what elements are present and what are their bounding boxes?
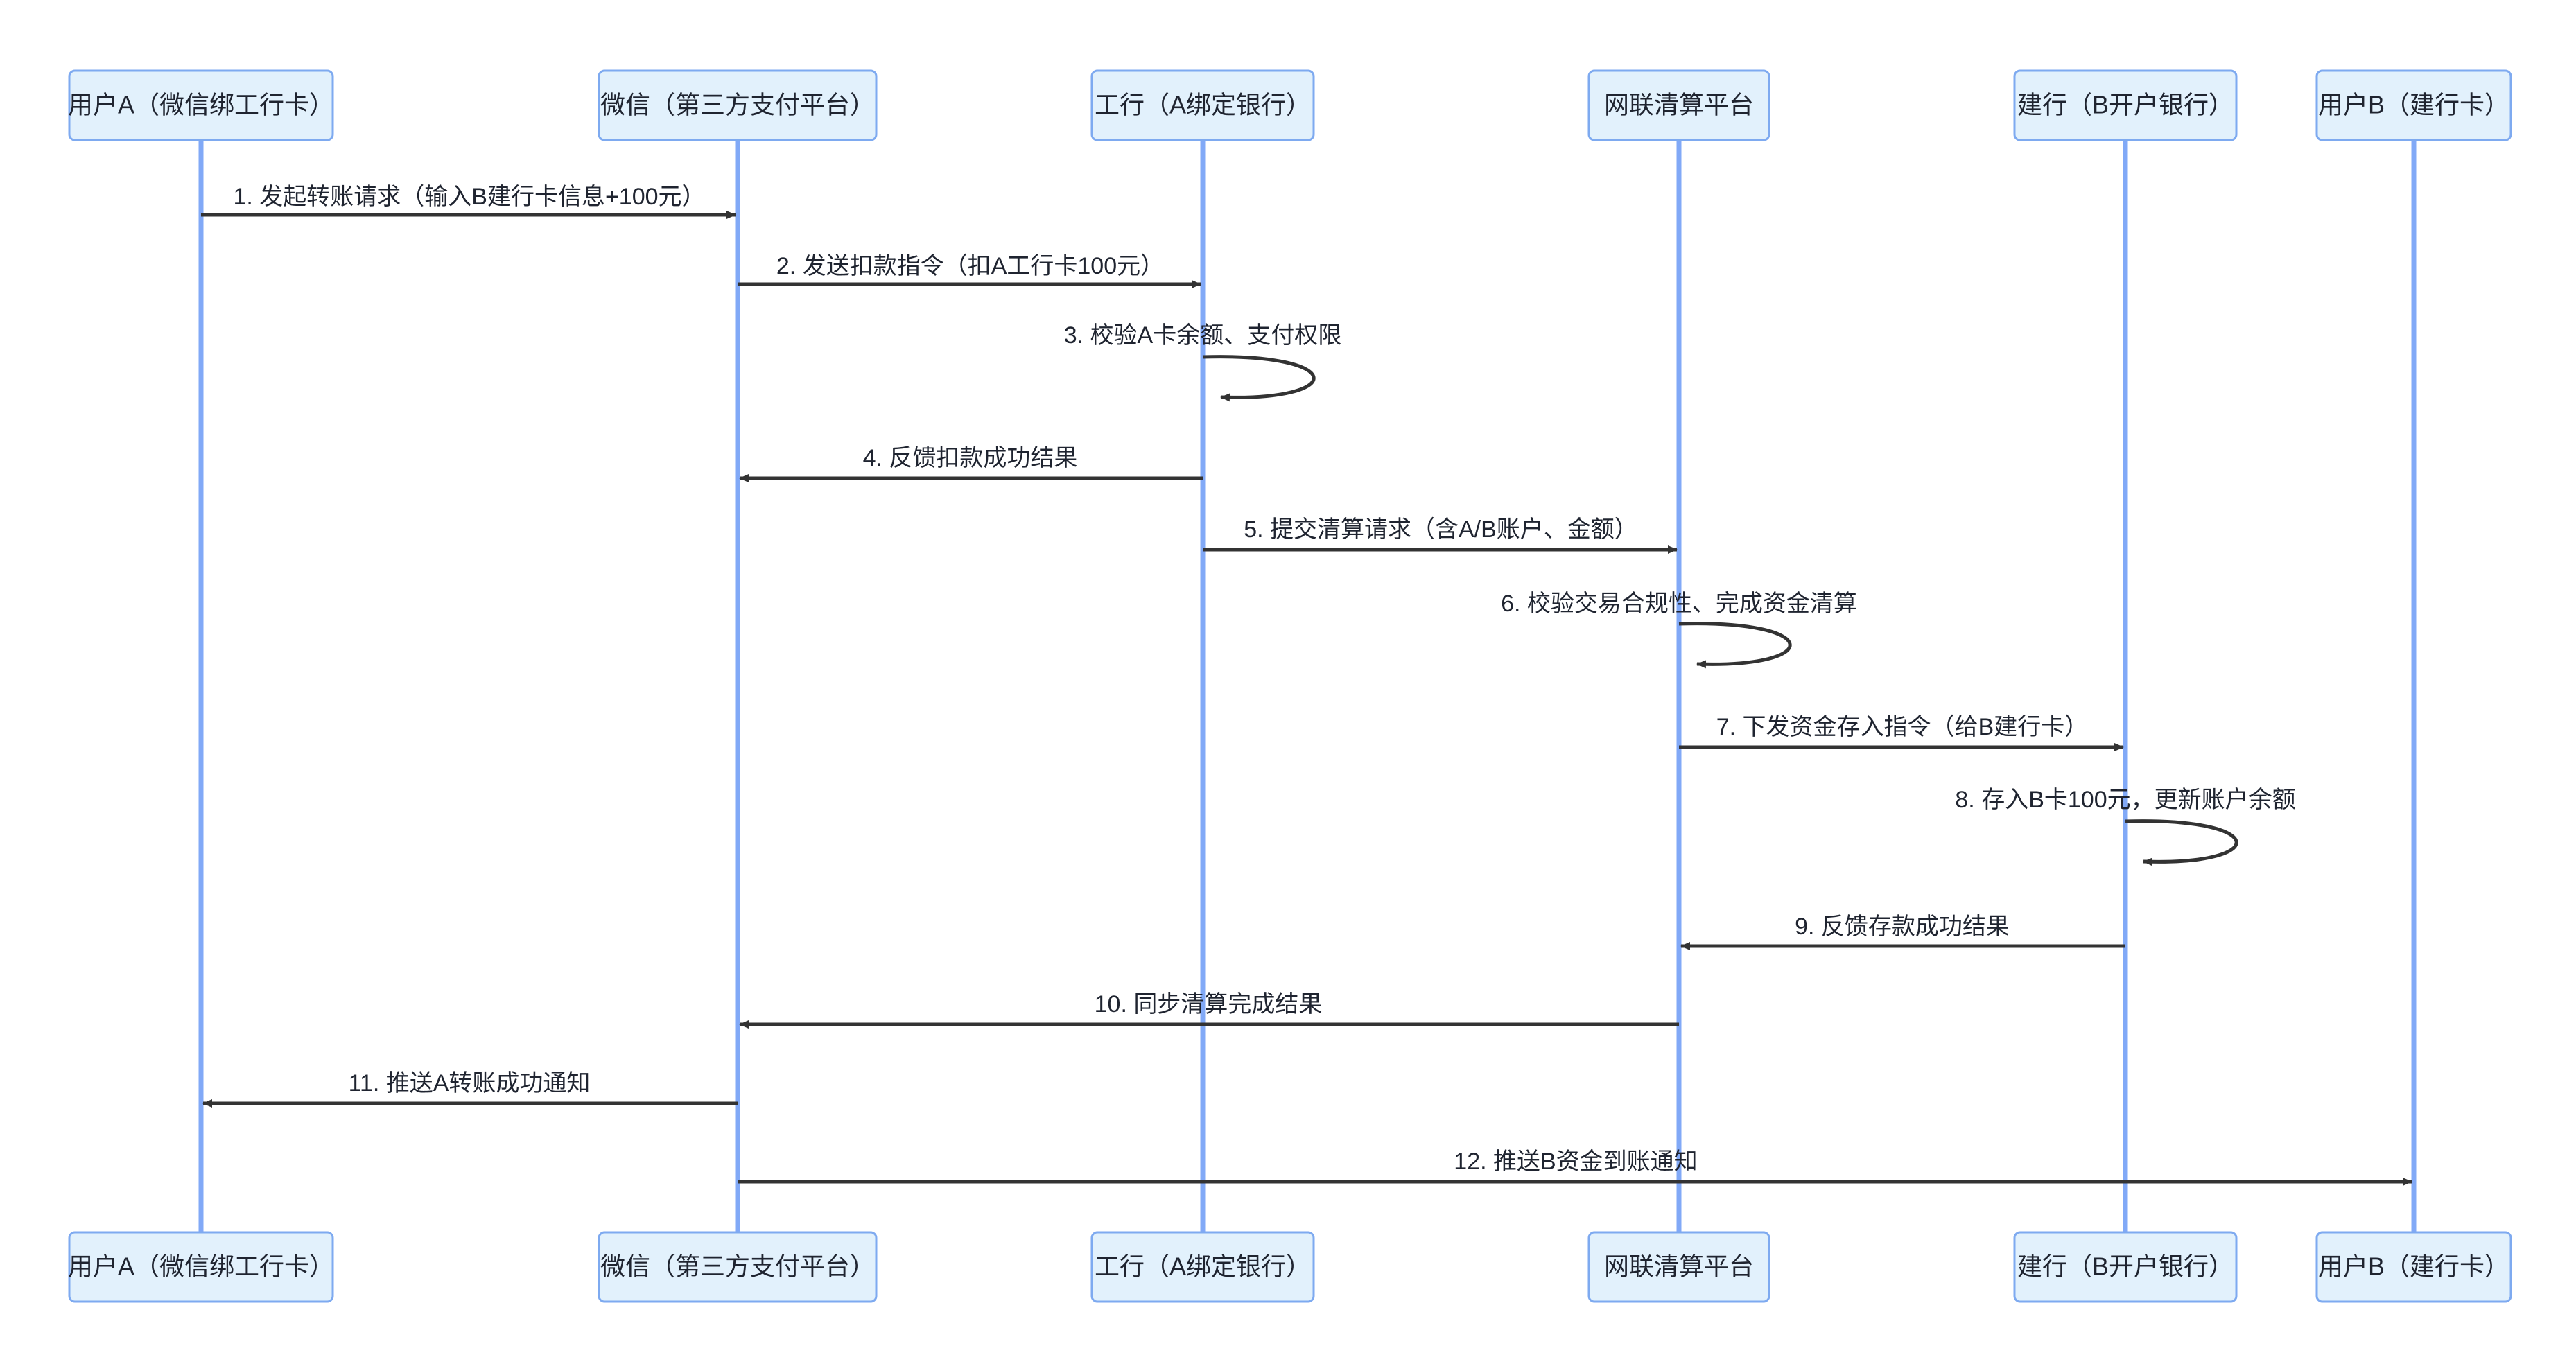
participant-label: 用户B（建行卡） xyxy=(2318,91,2509,119)
participant-ccb-top[interactable]: 建行（B开户银行） xyxy=(2013,69,2238,141)
message-label-11: 11. 推送A转账成功通知 xyxy=(349,1070,591,1096)
self-message-loop xyxy=(2125,819,2238,866)
participant-label: 微信（第三方支付平台） xyxy=(600,1252,875,1281)
message-label-4: 4. 反馈扣款成功结果 xyxy=(863,445,1078,471)
participant-wechat-top[interactable]: 微信（第三方支付平台） xyxy=(598,69,878,141)
participant-box xyxy=(1587,1231,1770,1303)
message-label-5: 5. 提交清算请求（含A/B账户、金额） xyxy=(1244,516,1638,543)
participant-netsu-top[interactable]: 网联清算平台 xyxy=(1587,69,1770,141)
participant-box xyxy=(598,69,878,141)
participants-bottom-layer: 用户A（微信绑工行卡） 微信（第三方支付平台） 工行（A绑定银行） 网联清算平台 建行（… xyxy=(68,1231,2512,1303)
participant-label: 网联清算平台 xyxy=(1604,1252,1754,1281)
participant-userB-top[interactable]: 用户B（建行卡） xyxy=(2315,69,2512,141)
participant-wechat-bottom[interactable]: 微信（第三方支付平台） xyxy=(598,1231,878,1303)
message-6[interactable] xyxy=(1678,622,1792,669)
message-labels-layer: 1. 发起转账请求（输入B建行卡信息+100元） 2. 发送扣款指令（扣A工行卡1… xyxy=(233,184,2295,1175)
message-label-3: 3. 校验A卡余额、支付权限 xyxy=(1064,322,1341,349)
participant-box xyxy=(2315,69,2512,141)
participant-label: 用户A（微信绑工行卡） xyxy=(68,91,334,119)
participant-label: 建行（B开户银行） xyxy=(2017,91,2234,119)
participant-userB-bottom[interactable]: 用户B（建行卡） xyxy=(2315,1231,2512,1303)
participant-userA-bottom[interactable]: 用户A（微信绑工行卡） xyxy=(68,1231,334,1303)
self-message-loop xyxy=(1678,622,1792,669)
message-label-10: 10. 同步清算完成结果 xyxy=(1095,991,1323,1017)
message-8[interactable] xyxy=(2125,819,2238,866)
lifelines-layer xyxy=(198,140,2417,1232)
participant-label: 工行（A绑定银行） xyxy=(1095,91,1311,119)
participant-label: 微信（第三方支付平台） xyxy=(600,91,875,119)
participants-top-layer: 用户A（微信绑工行卡） 微信（第三方支付平台） 工行（A绑定银行） 网联清算平台 建行（… xyxy=(68,69,2512,141)
participant-netsu-bottom[interactable]: 网联清算平台 xyxy=(1587,1231,1770,1303)
participant-userA-top[interactable]: 用户A（微信绑工行卡） xyxy=(68,69,334,141)
message-label-8: 8. 存入B卡100元，更新账户余额 xyxy=(1955,787,2295,813)
message-label-6: 6. 校验交易合规性、完成资金清算 xyxy=(1501,591,1857,617)
participant-label: 建行（B开户银行） xyxy=(2017,1252,2234,1281)
message-label-2: 2. 发送扣款指令（扣A工行卡100元） xyxy=(776,253,1164,279)
self-message-loop xyxy=(1202,355,1316,402)
participant-label: 用户B（建行卡） xyxy=(2318,1252,2509,1281)
participant-box xyxy=(68,69,334,141)
participant-ccb-bottom[interactable]: 建行（B开户银行） xyxy=(2013,1231,2238,1303)
message-label-7: 7. 下发资金存入指令（给B建行卡） xyxy=(1716,714,2088,740)
participant-box xyxy=(2013,1231,2238,1303)
participant-box xyxy=(598,1231,878,1303)
message-label-1: 1. 发起转账请求（输入B建行卡信息+100元） xyxy=(233,184,705,210)
messages-layer xyxy=(201,211,2412,1186)
message-label-9: 9. 反馈存款成功结果 xyxy=(1795,913,2010,940)
participant-icbc-top[interactable]: 工行（A绑定银行） xyxy=(1090,69,1315,141)
participant-box xyxy=(2315,1231,2512,1303)
message-3[interactable] xyxy=(1202,355,1316,402)
participant-label: 工行（A绑定银行） xyxy=(1095,1252,1311,1281)
participant-box xyxy=(2013,69,2238,141)
participant-box xyxy=(1090,69,1315,141)
participant-box xyxy=(68,1231,334,1303)
participant-icbc-bottom[interactable]: 工行（A绑定银行） xyxy=(1090,1231,1315,1303)
message-label-12: 12. 推送B资金到账通知 xyxy=(1454,1148,1697,1175)
participant-box xyxy=(1090,1231,1315,1303)
participant-label: 网联清算平台 xyxy=(1604,91,1754,119)
participant-label: 用户A（微信绑工行卡） xyxy=(68,1252,334,1281)
participant-box xyxy=(1587,69,1770,141)
